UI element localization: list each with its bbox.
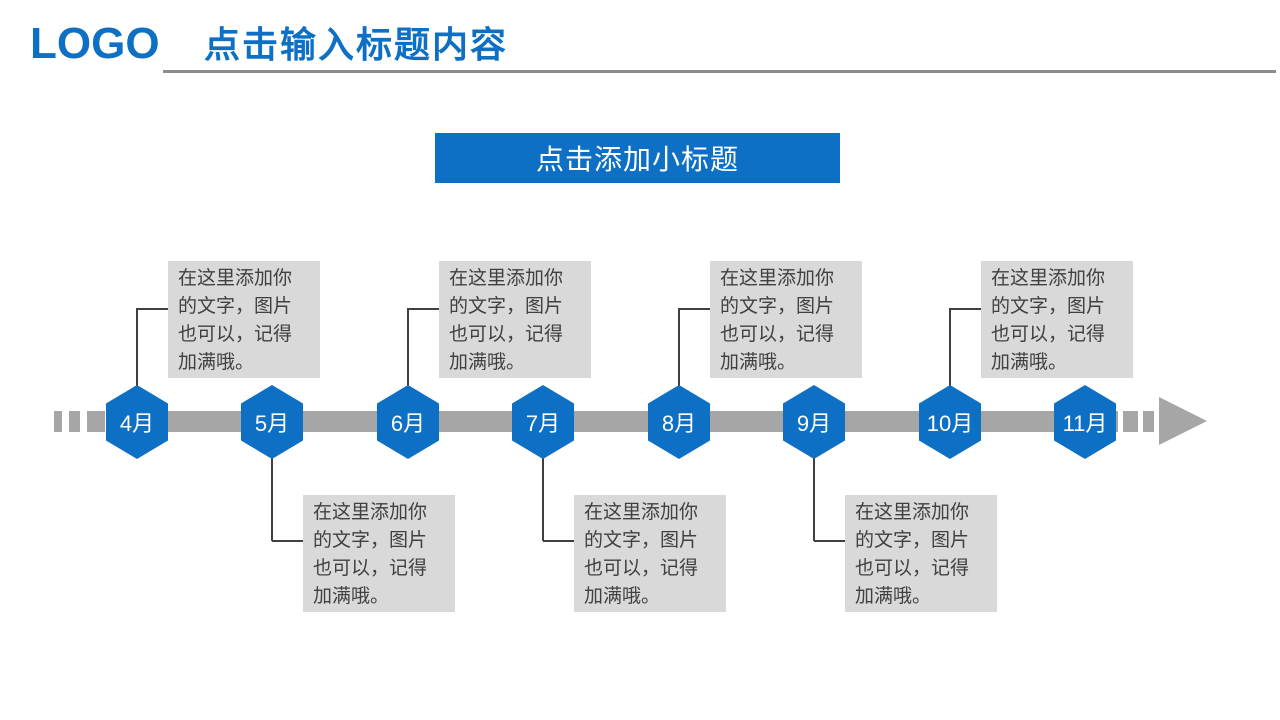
month-hexagon: 6月 <box>377 385 439 459</box>
timeline-bar <box>106 411 1118 432</box>
timeline-dash <box>87 411 105 432</box>
note-connector-vertical <box>949 308 951 412</box>
timeline-dash <box>1123 411 1138 432</box>
month-hexagon: 9月 <box>783 385 845 459</box>
note-connector-horizontal <box>814 540 846 542</box>
note-box[interactable]: 在这里添加你 的文字，图片 也可以，记得 加满哦。 <box>845 495 997 612</box>
note-connector-vertical <box>407 308 409 412</box>
note-connector-horizontal <box>950 308 982 310</box>
header-underline <box>163 70 1276 73</box>
month-hexagon: 7月 <box>512 385 574 459</box>
timeline-dash <box>1143 411 1154 432</box>
note-connector-horizontal <box>137 308 169 310</box>
note-connector-horizontal <box>679 308 711 310</box>
subtitle-banner-label: 点击添加小标题 <box>535 144 739 175</box>
note-box[interactable]: 在这里添加你 的文字，图片 也可以，记得 加满哦。 <box>574 495 726 612</box>
logo-text: LOGO <box>30 19 160 68</box>
month-hexagon: 5月 <box>241 385 303 459</box>
timeline-arrow-icon <box>1159 397 1207 445</box>
page-title[interactable]: 点击输入标题内容 <box>204 24 509 65</box>
note-connector-vertical <box>542 440 544 541</box>
month-hexagon: 11月 <box>1054 385 1116 459</box>
month-hexagon: 8月 <box>648 385 710 459</box>
note-box[interactable]: 在这里添加你 的文字，图片 也可以，记得 加满哦。 <box>981 261 1133 378</box>
note-connector-vertical <box>678 308 680 412</box>
subtitle-banner[interactable]: 点击添加小标题 <box>435 133 840 183</box>
note-box[interactable]: 在这里添加你 的文字，图片 也可以，记得 加满哦。 <box>439 261 591 378</box>
note-connector-horizontal <box>272 540 304 542</box>
note-connector-horizontal <box>408 308 440 310</box>
note-box[interactable]: 在这里添加你 的文字，图片 也可以，记得 加满哦。 <box>710 261 862 378</box>
timeline-dash <box>69 411 80 432</box>
month-hexagon: 4月 <box>106 385 168 459</box>
note-connector-vertical <box>136 308 138 412</box>
month-hexagon: 10月 <box>919 385 981 459</box>
note-connector-horizontal <box>543 540 575 542</box>
note-connector-vertical <box>271 440 273 541</box>
timeline-dash <box>54 411 62 432</box>
note-box[interactable]: 在这里添加你 的文字，图片 也可以，记得 加满哦。 <box>168 261 320 378</box>
note-box[interactable]: 在这里添加你 的文字，图片 也可以，记得 加满哦。 <box>303 495 455 612</box>
note-connector-vertical <box>813 440 815 541</box>
